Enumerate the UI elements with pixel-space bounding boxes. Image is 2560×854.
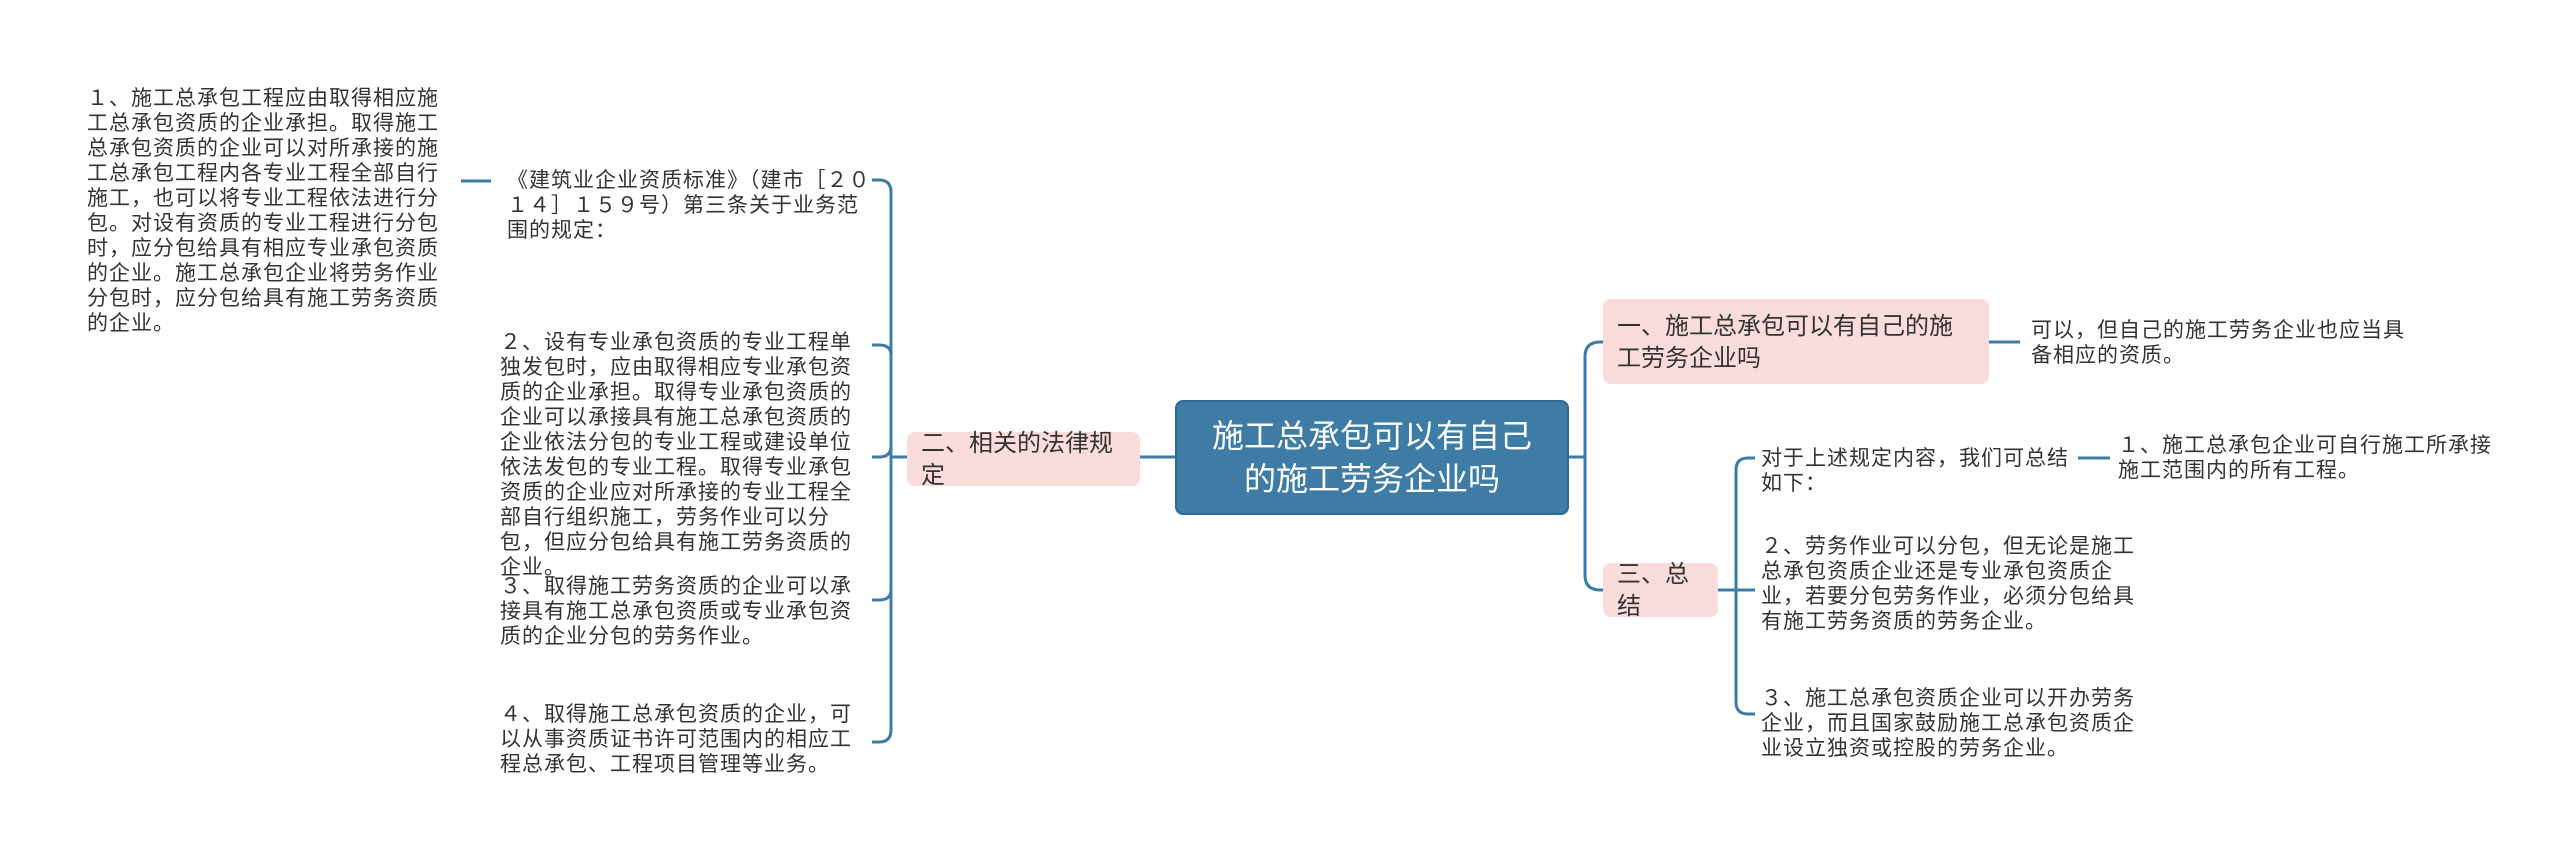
summary-bracket (1734, 456, 1755, 716)
laws-item-3: ３、取得施工劳务资质的企业可以承接具有施工总承包资质或专业承包资质的企业分包的劳… (500, 574, 852, 648)
branch-summary-label: 三、总结 (1617, 560, 1689, 620)
branch-q1-label: 一、施工总承包可以有自己的施工劳务企业吗 (1617, 311, 1953, 372)
branch-q1[interactable]: 一、施工总承包可以有自己的施工劳务企业吗 (1603, 299, 1989, 384)
laws-item-4: ４、取得施工总承包资质的企业，可以从事资质证书许可范围内的相应工程总承包、工程项… (500, 702, 852, 776)
laws-source: 《建筑业企业资质标准》（建市［２０１４］１５９号）第三条关于业务范围的规定： (507, 168, 871, 242)
summary-item-3: ３、施工总承包资质企业可以开办劳务企业，而且国家鼓励施工总承包资质企业设立独资或… (1761, 686, 2135, 760)
laws-item-2: ２、设有专业承包资质的专业工程单独发包时，应由取得相应专业承包资质的企业承担。取… (500, 330, 852, 579)
branch-laws-label: 二、相关的法律规定 (921, 429, 1113, 489)
summary-intro: 对于上述规定内容，我们可总结如下： (1761, 446, 2069, 495)
branch-laws[interactable]: 二、相关的法律规定 (907, 429, 1140, 489)
right-bracket (1583, 340, 1603, 592)
root-title: 施工总承包可以有自己的施工劳务企业吗 (1211, 416, 1532, 498)
summary-item-2: ２、劳务作业可以分包，但无论是施工总承包资质企业还是专业承包资质企业，若要分包劳… (1761, 534, 2135, 633)
summary-item-1: １、施工总承包企业可自行施工所承接施工范围内的所有工程。 (2118, 433, 2492, 482)
root-node[interactable]: 施工总承包可以有自己的施工劳务企业吗 (1175, 400, 1569, 515)
laws-source-item: １、施工总承包工程应由取得相应施工总承包资质的企业承担。取得施工总承包资质的企业… (87, 86, 439, 335)
laws-bracket (872, 178, 893, 744)
branch-summary[interactable]: 三、总结 (1603, 560, 1718, 620)
q1-answer: 可以，但自己的施工劳务企业也应当具备相应的资质。 (2031, 318, 2405, 367)
